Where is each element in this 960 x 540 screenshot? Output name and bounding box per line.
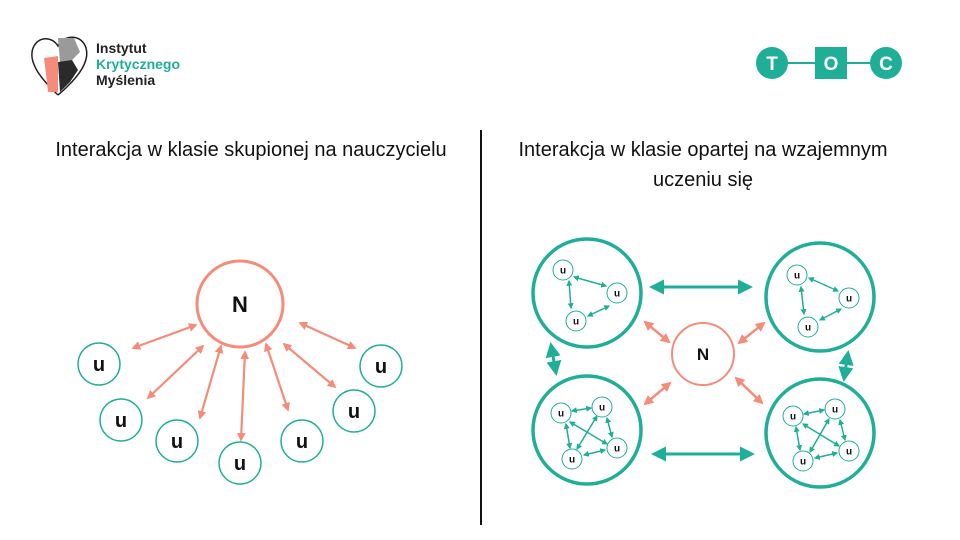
student-node: [155, 419, 199, 463]
logo-line3: Myślenia: [96, 72, 156, 88]
arrow-student-student: [582, 448, 607, 457]
arrow-student-student: [572, 275, 608, 288]
arrow-teacher-group: [737, 321, 766, 345]
arrow-student-student: [576, 414, 598, 451]
student-node: [838, 287, 860, 309]
toc-c: C: [879, 54, 893, 75]
right-title: Interakcja w klasie opartej na wzajemnym…: [518, 139, 888, 191]
arrow-teacher-student: [264, 342, 290, 412]
teacher-node-label: N: [697, 345, 709, 364]
student-node: [782, 405, 804, 427]
student-node-label: u: [832, 405, 838, 416]
student-node: [99, 398, 143, 442]
logo-line1: Instytut: [96, 40, 147, 56]
arrow-student-student: [802, 407, 826, 417]
arrow-teacher-student: [131, 323, 198, 350]
student-node: [565, 310, 587, 332]
student-node-label: u: [846, 294, 852, 305]
student-group: u u u: [531, 237, 643, 349]
student-node-label: u: [794, 271, 800, 282]
student-node-label: u: [93, 354, 105, 376]
arrow-student-student: [818, 308, 843, 321]
toc-logo: T O C: [756, 47, 902, 79]
arrow-student-student: [793, 425, 803, 452]
arrow-teacher-group: [643, 320, 671, 344]
student-node-label: u: [171, 431, 183, 453]
left-title: Interakcja w klasie skupionej na nauczyc…: [55, 139, 447, 161]
student-node: [606, 282, 628, 304]
student-node: [838, 440, 860, 462]
arrow-teacher-student: [298, 321, 357, 350]
student-group: u u u u: [764, 377, 876, 489]
student-node-label: u: [599, 403, 605, 414]
student-node: [332, 389, 376, 433]
teacher-node: [195, 259, 285, 349]
student-node-label: u: [790, 412, 796, 423]
arrow-student-student: [605, 416, 614, 439]
arrow-student-student: [798, 285, 807, 316]
arrow-teacher-group: [643, 381, 672, 406]
logo-icon: [31, 36, 88, 96]
student-node-label: u: [614, 289, 620, 300]
student-group: u u u u: [531, 374, 643, 486]
student-node-label: u: [348, 401, 360, 423]
student-node-label: u: [569, 455, 575, 466]
teacher-node: [671, 322, 735, 386]
student-node-label: u: [805, 323, 811, 334]
arrow-group-group: [838, 350, 854, 382]
student-node-label: u: [558, 409, 564, 420]
student-node: [218, 441, 262, 485]
arrow-teacher-student: [282, 342, 337, 389]
arrow-teacher-student: [146, 344, 205, 400]
student-node-label: u: [800, 457, 806, 468]
student-node: [797, 316, 819, 338]
student-node: [606, 437, 628, 459]
group-circle: [531, 374, 643, 486]
arrow-teacher-group: [734, 376, 764, 405]
arrow-teacher-student: [197, 344, 224, 420]
student-node: [550, 402, 572, 424]
teacher-centered-diagram: Nu u u u u u u: [77, 259, 403, 485]
arrow-student-student: [838, 418, 847, 442]
toc-o: O: [824, 54, 839, 75]
teacher-node-label: N: [232, 292, 248, 317]
arrow-student-student: [570, 405, 593, 414]
group-circle: [764, 377, 876, 489]
logo-line2: Krytycznego: [96, 56, 181, 72]
arrow-student-student: [807, 277, 840, 292]
student-node-label: u: [296, 431, 308, 453]
student-node: [591, 396, 613, 418]
student-node-label: u: [614, 444, 620, 455]
student-group: u u u: [764, 241, 876, 353]
student-node-label: u: [560, 266, 566, 277]
toc-t: T: [766, 54, 778, 75]
arrow-student-student: [809, 417, 830, 454]
student-node: [824, 398, 846, 420]
student-node: [280, 419, 324, 463]
student-node: [77, 342, 121, 386]
student-node-label: u: [234, 453, 246, 475]
student-node: [561, 448, 583, 470]
student-node-label: u: [375, 356, 387, 378]
student-node-label: u: [846, 447, 852, 458]
student-node: [552, 259, 574, 281]
student-node-label: u: [573, 317, 579, 328]
arrow-group-group: [545, 342, 562, 376]
arrow-teacher-student: [236, 350, 250, 442]
student-node: [792, 450, 814, 472]
peer-learning-diagram: Nu u u u u u u u u u u u u u: [531, 237, 876, 489]
logo-text: Instytut Krytycznego Myślenia: [96, 40, 180, 88]
arrow-student-student: [566, 279, 574, 310]
student-node: [359, 344, 403, 388]
arrow-student-student: [586, 305, 611, 317]
student-node-label: u: [115, 410, 127, 432]
arrow-student-student: [813, 451, 839, 460]
student-node: [786, 264, 808, 286]
